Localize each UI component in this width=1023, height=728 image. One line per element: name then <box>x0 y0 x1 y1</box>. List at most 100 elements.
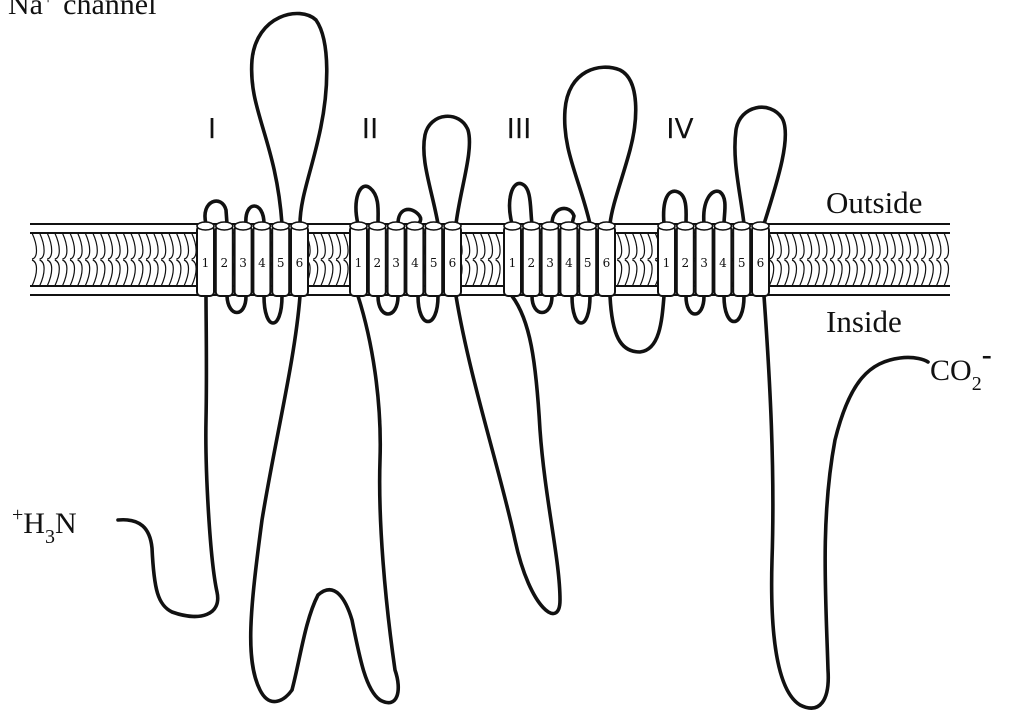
c-terminus-label: CO2- <box>930 338 992 395</box>
domain-i-pore-loop <box>252 13 327 224</box>
helix-cap <box>752 222 769 230</box>
lipid-tail-lower <box>184 260 189 286</box>
lipid-tail-upper <box>632 233 637 259</box>
lipid-tail-upper <box>328 233 333 259</box>
helix-segment-3: 3 <box>388 222 405 296</box>
lipid-tail-upper <box>929 233 934 259</box>
lipid-tail-lower <box>648 260 653 286</box>
helix-segment-4: 4 <box>253 222 270 296</box>
helix-segment-1: 1 <box>658 222 675 296</box>
lipid-tail-upper <box>93 233 98 259</box>
helix-cap <box>291 222 308 230</box>
helix-segment-number: 1 <box>202 256 210 270</box>
linker-ii-iii <box>456 296 560 614</box>
domain-i-inner-loop-2-3 <box>227 296 246 313</box>
domain-label-1: I <box>208 112 216 145</box>
lipid-tail-upper <box>55 233 60 259</box>
lipid-tail-lower <box>906 260 911 286</box>
lipid-tail-upper <box>921 233 926 259</box>
lipid-tail-upper <box>822 233 827 259</box>
helix-cap <box>658 222 675 230</box>
lipid-tail-lower <box>845 260 850 286</box>
lipid-tail-upper <box>169 233 174 259</box>
helix-segment-number: 4 <box>258 256 266 270</box>
lipid-tail-upper <box>792 233 797 259</box>
helix-segment-number: 6 <box>757 256 765 270</box>
helix-segment-number: 6 <box>603 256 611 270</box>
helix-segment-number: 5 <box>277 256 285 270</box>
helix-segment-number: 1 <box>663 256 671 270</box>
lipid-tail-upper <box>465 233 470 259</box>
lipid-tail-upper <box>883 233 888 259</box>
lipid-tail-upper <box>473 233 478 259</box>
helix-segment-3: 3 <box>542 222 559 296</box>
domain-ii-outer-loop-1-2 <box>356 186 378 224</box>
helix-cap <box>425 222 442 230</box>
lipid-tail-lower <box>853 260 858 286</box>
c-terminus-charge: - <box>982 338 992 371</box>
lipid-tail-lower <box>328 260 333 286</box>
helix-cap <box>388 222 405 230</box>
n-terminus-label: +H3N <box>12 504 77 548</box>
lipid-tail-lower <box>154 260 159 286</box>
helix-segment-6: 6 <box>444 222 461 296</box>
helix-segment-number: 6 <box>296 256 304 270</box>
linker-iii-iv <box>610 296 664 352</box>
lipid-tail-upper <box>192 233 197 259</box>
lipid-tail-upper <box>123 233 128 259</box>
domain-ii-inner-loop-2-3 <box>378 296 398 314</box>
lipid-tail-upper <box>906 233 911 259</box>
lipid-tail-upper <box>78 233 83 259</box>
helix-cap <box>369 222 386 230</box>
domain-iii-inner-loop-2-3 <box>532 296 552 313</box>
lipid-tail-lower <box>131 260 136 286</box>
lipid-tail-lower <box>838 260 843 286</box>
lipid-bilayer <box>30 224 950 295</box>
lipid-tail-upper <box>62 233 67 259</box>
lipid-tail-upper <box>648 233 653 259</box>
helix-segment-number: 4 <box>719 256 727 270</box>
domain-iv-pore-loop <box>735 107 785 224</box>
helix-segment-number: 2 <box>681 256 689 270</box>
lipid-tail-upper <box>47 233 52 259</box>
lipid-tail-lower <box>898 260 903 286</box>
lipid-tail-lower <box>830 260 835 286</box>
lipid-tail-lower <box>313 260 318 286</box>
figure-title: Na+channel <box>8 0 156 21</box>
helix-segment-number: 3 <box>239 256 247 270</box>
domain-iii-outer-loop-1-2 <box>510 183 532 224</box>
lipid-tail-lower <box>883 260 888 286</box>
lipid-tail-lower <box>85 260 90 286</box>
helix-segment-2: 2 <box>523 222 540 296</box>
helix-cap <box>714 222 731 230</box>
helix-segment-number: 5 <box>738 256 746 270</box>
helix-cap <box>696 222 713 230</box>
lipid-tail-lower <box>929 260 934 286</box>
c-terminus-sub: 2 <box>972 373 982 395</box>
lipid-tail-lower <box>625 260 630 286</box>
lipid-tail-upper <box>108 233 113 259</box>
helix-segment-number: 3 <box>700 256 708 270</box>
lipid-tail-upper <box>944 233 949 259</box>
helix-segment-1: 1 <box>504 222 521 296</box>
lipid-tail-lower <box>146 260 151 286</box>
helix-segment-6: 6 <box>291 222 308 296</box>
helix-segment-3: 3 <box>235 222 252 296</box>
lipid-tail-lower <box>176 260 181 286</box>
domain-iv-outer-loop-3-4 <box>704 191 725 224</box>
lipid-tail-lower <box>78 260 83 286</box>
lipid-tail-upper <box>640 233 645 259</box>
lipid-tail-lower <box>161 260 166 286</box>
lipid-tail-lower <box>891 260 896 286</box>
c-terminus-tail <box>764 296 928 708</box>
domain-iv-outer-loop-1-2 <box>664 191 687 224</box>
helix-cap <box>560 222 577 230</box>
lipid-tail-upper <box>480 233 485 259</box>
lipid-tail-lower <box>169 260 174 286</box>
lipid-tail-lower <box>936 260 941 286</box>
lipid-tail-upper <box>914 233 919 259</box>
lipid-tail-lower <box>488 260 493 286</box>
lipid-tail-lower <box>868 260 873 286</box>
